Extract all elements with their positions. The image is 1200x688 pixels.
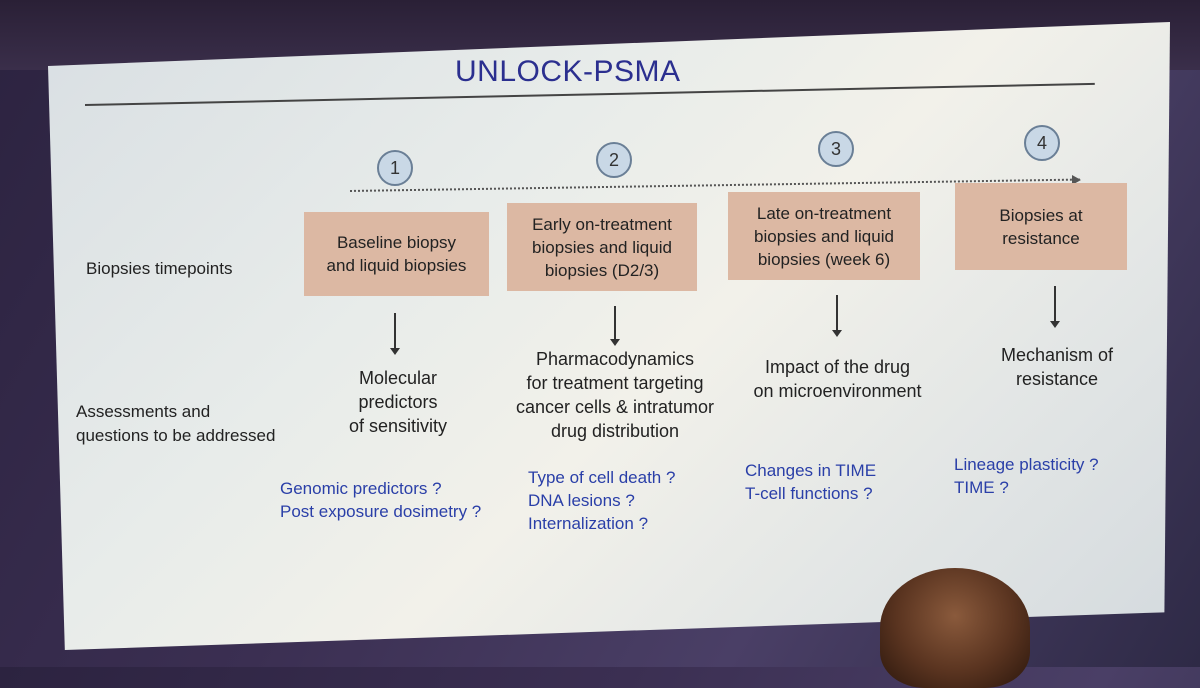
assessment-4: Mechanism of resistance	[1000, 345, 1114, 389]
timeline-arrowhead	[1072, 175, 1081, 185]
audience-head-silhouette	[880, 568, 1030, 688]
row-label-timepoints: Biopsies timepoints	[86, 259, 233, 278]
assessment-3: Impact of the drug on microenvironment	[753, 357, 922, 401]
questions-3: Changes in TIME T-cell functions ?	[745, 461, 877, 503]
down-arrow-4	[1050, 286, 1060, 328]
questions-2: Type of cell death ? DNA lesions ? Inter…	[528, 468, 676, 533]
step-number-3: 3	[818, 131, 854, 167]
assessment-1: Molecular predictors of sensitivity	[348, 368, 448, 436]
questions-1: Genomic predictors ? Post exposure dosim…	[280, 479, 482, 521]
step-number-1: 1	[377, 150, 413, 186]
step-number-2: 2	[596, 142, 632, 178]
down-arrow-1	[390, 313, 400, 355]
step-number-4: 4	[1024, 125, 1060, 161]
slide-title: UNLOCK-PSMA	[455, 55, 681, 88]
questions-4: Lineage plasticity ? TIME ?	[954, 455, 1099, 497]
row-label-assessments: Assessments and questions to be addresse…	[76, 402, 276, 445]
projection-screen	[48, 22, 1170, 650]
assessment-2: Pharmacodynamics for treatment targeting…	[515, 349, 715, 441]
down-arrow-3	[832, 295, 842, 337]
down-arrow-2	[610, 306, 620, 346]
